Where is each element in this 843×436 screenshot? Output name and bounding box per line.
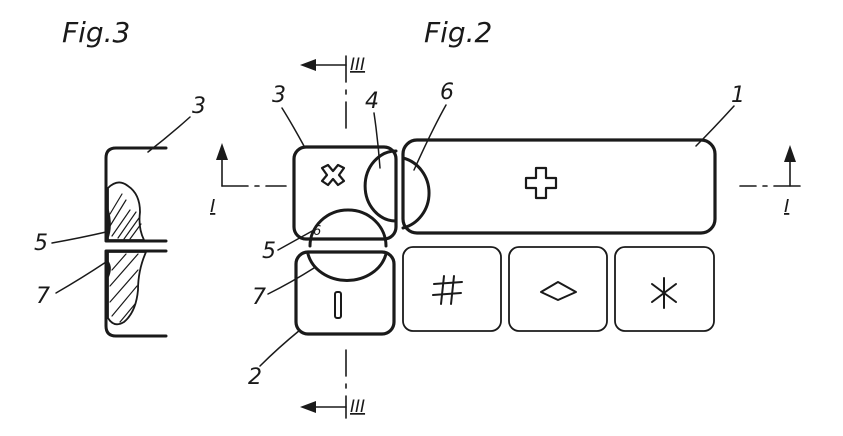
- label-7: 7: [252, 285, 266, 310]
- section-label-iii-top: III: [350, 55, 365, 75]
- section-line-i: [216, 143, 801, 187]
- fig2-title: Fig.2: [424, 16, 492, 49]
- leader-2: [259, 329, 301, 367]
- label-6: 6: [440, 80, 454, 105]
- label-3: 3: [272, 83, 286, 108]
- key-1-plus: [401, 138, 717, 235]
- key-3-cross: [292, 145, 398, 241]
- groove-7: [306, 252, 388, 282]
- label-2: 2: [248, 365, 262, 390]
- key-2-bar: [294, 250, 396, 336]
- arrow-i-left: [216, 143, 228, 160]
- notch-4: [363, 149, 398, 223]
- fig3-leader-7: [55, 261, 107, 294]
- plus-symbol-icon: [524, 166, 558, 200]
- leader-7: [267, 267, 315, 295]
- leader-5: [277, 229, 315, 251]
- fig3-groove: [104, 258, 111, 278]
- key-hash: [402, 246, 502, 332]
- fig3-lower-cut-region: [107, 251, 147, 326]
- arrow-iii-bottom: [300, 401, 316, 413]
- section-label-iii-bottom: III: [350, 397, 365, 417]
- leader-1: [695, 105, 735, 147]
- label-4: 4: [365, 89, 379, 114]
- fig3-label-5: 5: [34, 231, 48, 256]
- fig3-lower-key-outline: [104, 249, 168, 338]
- section-label-i-left: I: [210, 196, 215, 217]
- fig3-leader-5: [51, 231, 107, 244]
- section-line-iii: [300, 55, 347, 419]
- fig3-upper-hatching: [109, 193, 142, 240]
- label-1: 1: [731, 83, 745, 108]
- fig3-lower-hatching: [109, 253, 139, 323]
- notch-6: [401, 156, 431, 230]
- arrow-i-right: [784, 145, 796, 162]
- fig3-upper-cut-region: [107, 181, 145, 241]
- bar-symbol-icon: [334, 291, 342, 319]
- fig3-label-7: 7: [36, 284, 50, 309]
- section-label-i-right: I: [784, 196, 789, 217]
- label-inner-6: 6: [313, 224, 321, 239]
- label-5: 5: [262, 239, 276, 264]
- fig3-leader-3: [147, 116, 191, 153]
- key-diamond: [508, 246, 608, 332]
- leader-4: [373, 112, 381, 169]
- hash-symbol-icon: [432, 275, 463, 305]
- key-asterisk: [614, 246, 715, 332]
- fig3-upper-key-outline: [104, 146, 168, 243]
- fig3-ridge: [104, 203, 111, 238]
- arrow-iii-top: [300, 59, 316, 71]
- cross-symbol-icon: [320, 163, 346, 187]
- asterisk-symbol-icon: [651, 277, 677, 309]
- fig3-label-3: 3: [192, 94, 206, 119]
- leader-6: [413, 104, 447, 171]
- ridge-5: [308, 208, 388, 248]
- fig3-title: Fig.3: [62, 16, 130, 49]
- fig3-section-view: [104, 146, 168, 338]
- leader-3: [281, 107, 305, 147]
- diamond-symbol-icon: [540, 281, 577, 301]
